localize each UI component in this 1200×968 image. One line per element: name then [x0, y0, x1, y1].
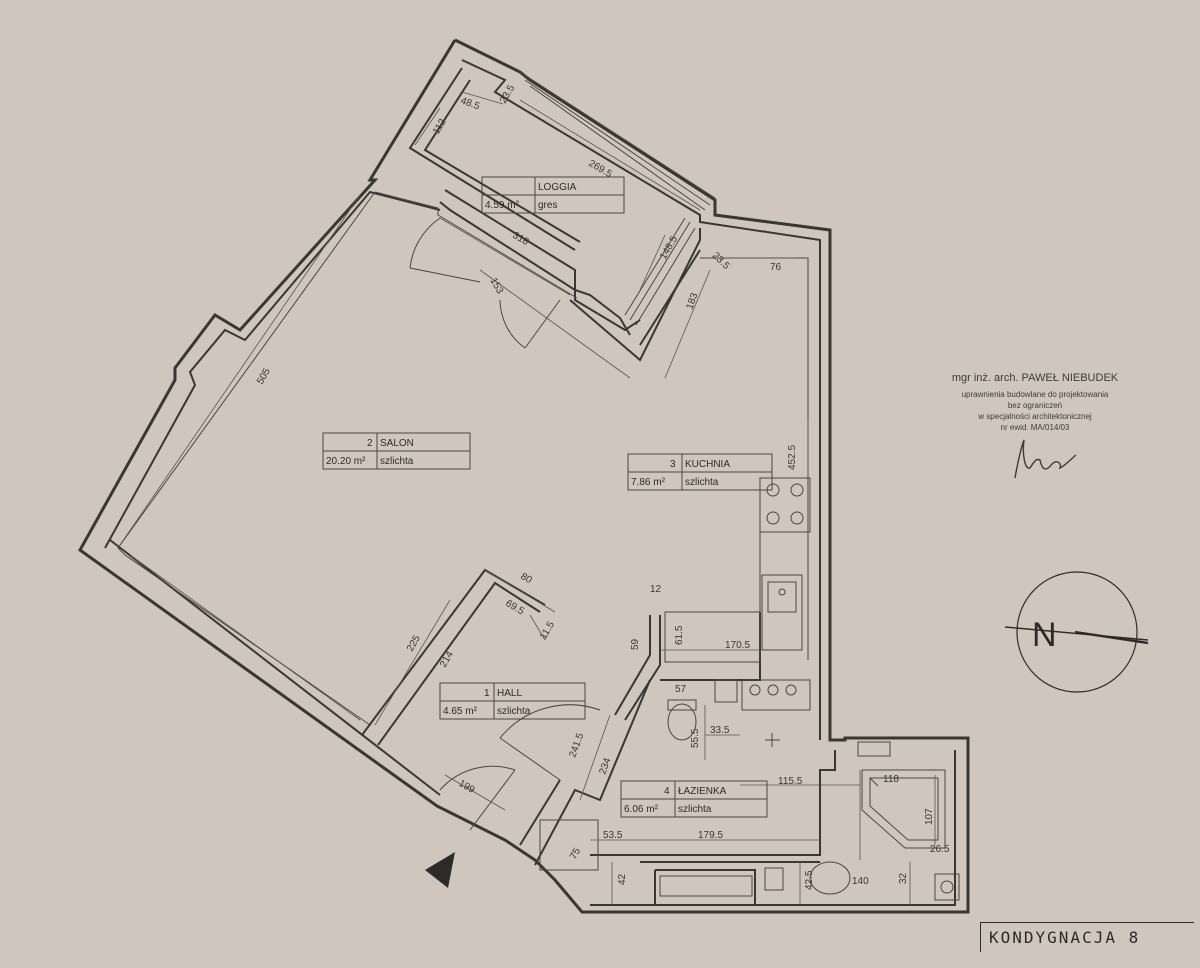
- architect-stamp: mgr inż. arch. PAWEŁ NIEBUDEK uprawnieni…: [952, 372, 1119, 479]
- dimension-label: 59: [630, 638, 641, 650]
- dimension-label: 76: [770, 262, 782, 273]
- room-label-salon: 2 SALON 20.20 m² szlichta: [322, 432, 471, 470]
- dimension-labels: 48.5 23.5 112 269.5 318 148.5 23.5 76 15…: [255, 83, 950, 890]
- doors: [409, 217, 601, 831]
- dimension-label: 112: [431, 117, 449, 137]
- dimension-label: 42: [617, 873, 628, 885]
- dimension-label: 153: [487, 276, 505, 296]
- dimension-label: 23.5: [710, 250, 732, 272]
- compass-needle: [1004, 626, 1149, 641]
- room-number: 1: [484, 688, 490, 699]
- dimension-label: 199: [457, 778, 477, 796]
- room-number: 2: [367, 438, 373, 449]
- room-name: SALON: [380, 438, 414, 449]
- dimension-label: 61.5: [674, 625, 685, 645]
- dimension-label: 107: [924, 808, 935, 825]
- dimension-label: 75: [568, 846, 583, 862]
- dimension-label: 505: [255, 366, 273, 386]
- room-area: 20.20 m²: [326, 456, 366, 467]
- room-label-hall: 1 HALL 4.65 m² szlichta: [439, 682, 586, 720]
- room-label-lazienka: 4 ŁAZIENKA 6.06 m² szlichta: [620, 780, 768, 818]
- dimension-label: 140: [852, 876, 869, 887]
- room-label-kuchnia: 3 KUCHNIA 7.86 m² szlichta: [627, 453, 773, 491]
- dimension-label: 214: [438, 649, 456, 669]
- room-label-loggia: LOGGIA 4.59 m² gres: [481, 176, 625, 214]
- room-finish: szlichta: [678, 804, 712, 815]
- dimension-label: 53.5: [603, 830, 623, 841]
- room-number: 4: [664, 786, 670, 797]
- compass-circle: [1016, 571, 1138, 693]
- room-name: HALL: [497, 688, 522, 699]
- dimension-label: 55.5: [690, 728, 701, 748]
- level-label: KONDYGNACJA 8: [980, 922, 1194, 952]
- dimension-label: 48.5: [459, 95, 481, 112]
- room-area: 4.65 m²: [443, 706, 478, 717]
- kitchen-fixtures: [664, 477, 811, 711]
- dimension-label: 26.5: [930, 844, 950, 855]
- room-finish: szlichta: [497, 706, 531, 717]
- architect-name: mgr inż. arch. PAWEŁ NIEBUDEK: [952, 372, 1119, 384]
- room-finish: szlichta: [380, 456, 414, 467]
- outer-walls: [78, 38, 970, 914]
- dimension-label: 11.5: [538, 619, 557, 641]
- dimension-label: 57: [675, 684, 687, 695]
- dimension-label: 12: [650, 584, 662, 595]
- room-finish: gres: [538, 200, 557, 211]
- room-finish: szlichta: [685, 477, 719, 488]
- signature-icon: [1014, 439, 1077, 479]
- dimension-label: 42.5: [804, 870, 815, 890]
- dimension-label: 80: [519, 571, 535, 586]
- dimension-label: 33.5: [710, 725, 730, 736]
- room-name: LOGGIA: [538, 182, 577, 193]
- dimension-label: 241.5: [567, 731, 586, 759]
- architect-line-3: w specjalności architektonicznej: [977, 412, 1092, 421]
- room-name: ŁAZIENKA: [678, 786, 727, 797]
- dimension-label: 115.5: [778, 776, 803, 787]
- architect-line-2: bez ograniczeń: [1008, 401, 1062, 410]
- room-area: 7.86 m²: [631, 477, 666, 488]
- compass-label: N: [1032, 616, 1057, 654]
- dimension-label: 170.5: [725, 640, 750, 651]
- room-area: 6.06 m²: [624, 804, 659, 815]
- dimension-label: 452.5: [787, 445, 798, 470]
- architect-line-4: nr ewid. MA/014/03: [1001, 423, 1070, 432]
- dimension-label: 318: [511, 230, 531, 248]
- dimension-label: 32: [898, 872, 909, 884]
- loggia-walls: [408, 67, 716, 362]
- dimension-lines: [119, 91, 936, 905]
- north-compass: N: [1004, 571, 1149, 693]
- room-area: 4.59 m²: [485, 200, 520, 211]
- dimension-label: 179.5: [698, 830, 723, 841]
- bathroom-fixtures: [539, 699, 960, 901]
- entrance-arrow-icon: [425, 852, 455, 888]
- salon-walls: [117, 191, 578, 726]
- dimension-label: 118: [883, 774, 899, 785]
- compass-needle: [1074, 630, 1149, 645]
- room-name: KUCHNIA: [685, 459, 730, 470]
- dimension-label: 225: [405, 633, 423, 653]
- architect-line-1: uprawnienia budowlane do projektowania: [962, 390, 1109, 399]
- dimension-label: 183: [684, 291, 700, 311]
- room-number: 3: [670, 459, 676, 470]
